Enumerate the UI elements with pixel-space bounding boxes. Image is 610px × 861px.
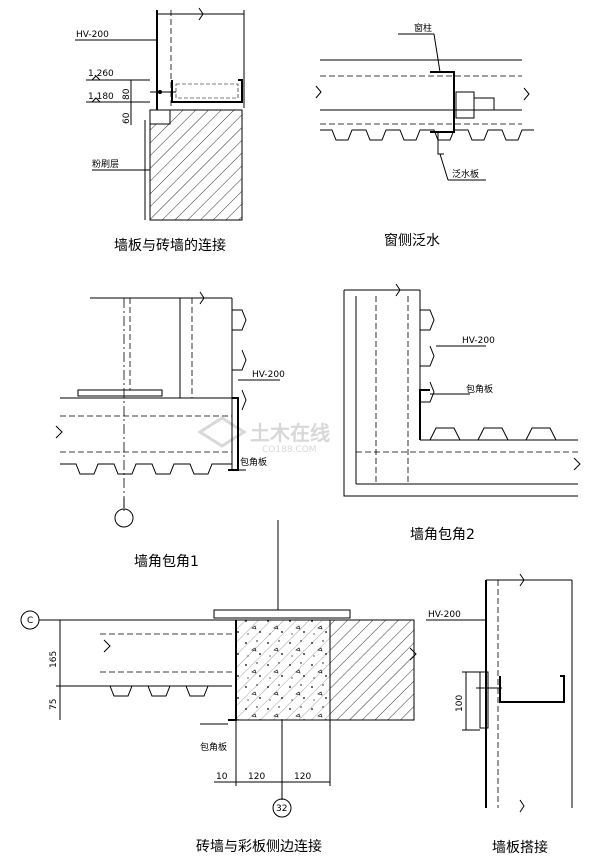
break-left [315, 85, 322, 99]
corner-wrap-plate [228, 620, 237, 721]
profiled-horizontal [429, 427, 574, 441]
window-frame [455, 91, 475, 119]
elev-mark-1 [91, 75, 101, 81]
label-corner-plate: 包角板 [240, 456, 267, 468]
purlin-inner [175, 83, 239, 99]
dim-80: 80 [122, 88, 132, 100]
dim-10: 10 [216, 772, 228, 782]
diagram-corner-1: HV-200 包角板 墙角包角1 [55, 291, 285, 570]
break-left [103, 639, 111, 653]
break-right [573, 457, 581, 471]
title-corner-2: 墙角包角2 [410, 527, 475, 543]
brick-wall [149, 109, 243, 221]
diagram-brick-panel-side: C 165 75 包角板 10 120 120 32 砖墙与彩板侧边连接 [20, 520, 417, 855]
elev-mark-2 [91, 97, 101, 103]
watermark: 土木在线 CO188.COM [197, 416, 330, 455]
axis-32-label: 32 [276, 804, 287, 814]
dim-165: 165 [49, 651, 59, 668]
title-brick-panel-side: 砖墙与彩板侧边连接 [196, 838, 322, 855]
watermark-sub: CO188.COM [262, 445, 317, 455]
dim-100: 100 [455, 695, 465, 712]
leader-window-column-2 [433, 33, 441, 73]
flashing-plate [437, 132, 444, 155]
label-hv-200: HV-200 [428, 610, 461, 620]
diagram-corner-2: HV-200 包角板 墙角包角2 [343, 283, 581, 543]
frame-outer [343, 290, 578, 497]
profiled-horizontal [109, 685, 209, 697]
brick-wall [329, 619, 415, 721]
wall-step [149, 109, 171, 125]
cap-plate [213, 609, 351, 619]
label-hv-200: HV-200 [76, 30, 109, 40]
label-plaster: 粉刷层 [92, 158, 119, 170]
break-mark [198, 7, 204, 21]
channel-purlin [171, 79, 243, 103]
dim-60: 60 [122, 112, 132, 124]
dim-120-b: 120 [294, 772, 311, 782]
corner-wrap-plate [419, 389, 430, 440]
profiled-horizontal [60, 463, 232, 475]
elev-1180: 1.180 [88, 92, 114, 102]
break-right [523, 87, 530, 101]
dim-75: 75 [49, 699, 59, 710]
profiled-vertical [420, 309, 435, 403]
break-top [519, 573, 525, 587]
label-hv-200: HV-200 [252, 370, 285, 380]
title-corner-1: 墙角包角1 [134, 554, 199, 570]
diagram-window-flashing: 窗柱 泛水板 窗侧泛水 [315, 22, 534, 249]
axis-bubble-32 [272, 798, 292, 818]
break-bottom [519, 799, 525, 813]
label-hv-200: HV-200 [462, 336, 495, 346]
break-top [199, 291, 205, 305]
plate [77, 389, 163, 397]
leader-flashing [439, 153, 449, 181]
label-window-column: 窗柱 [414, 22, 432, 34]
break-right [409, 647, 417, 661]
dim-120-a: 120 [248, 772, 265, 782]
diagram-panel-lap: HV-200 100 墙板搭接 [426, 573, 573, 856]
diagram-wall-brick-connection: HV-200 1.260 1.180 80 60 粉刷层 墙板与砖墙的连接 [75, 7, 245, 254]
elev-1260: 1.260 [88, 69, 114, 79]
corner-wrap-plate [228, 397, 239, 471]
title-panel-lap: 墙板搭接 [492, 839, 548, 856]
label-corner-plate: 包角板 [200, 741, 227, 753]
title-wall-brick: 墙板与砖墙的连接 [114, 237, 226, 254]
profiled-vertical [232, 309, 247, 411]
window-sash [473, 97, 495, 111]
break-left [55, 425, 63, 439]
axis-bubble [114, 508, 134, 528]
lap-plate [479, 671, 489, 729]
label-flashing: 泛水板 [452, 168, 479, 180]
window-column [430, 71, 455, 133]
profiled-sheet [320, 129, 534, 141]
channel-purlin [499, 675, 565, 703]
break-top [395, 283, 401, 297]
axis-c-label: C [27, 616, 33, 626]
title-window-flashing: 窗侧泛水 [384, 232, 440, 249]
watermark-text: 土木在线 [250, 421, 330, 445]
screw-head [158, 90, 162, 94]
label-corner-plate: 包角板 [466, 383, 493, 395]
concrete-hatch [236, 620, 330, 720]
